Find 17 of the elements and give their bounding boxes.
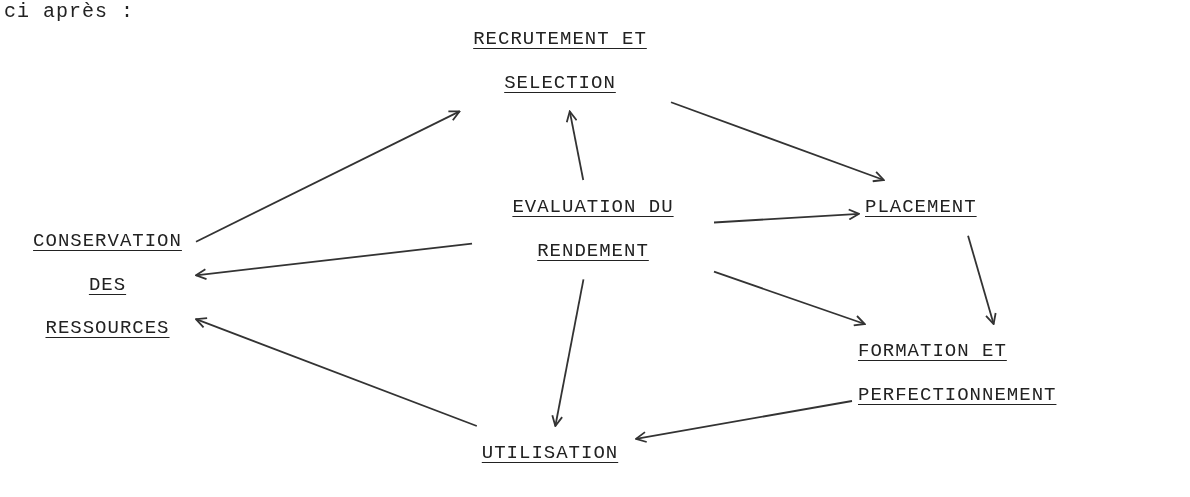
node-label: UTILISATION	[481, 442, 619, 464]
arrow	[195, 110, 461, 243]
note-text: ci après :	[4, 0, 135, 24]
node-label: EVALUATION DU RENDEMENT	[512, 196, 674, 262]
node-label: PLACEMENT	[865, 196, 977, 218]
arrow	[565, 110, 585, 181]
arrow	[635, 400, 853, 443]
node-label: CONSERVATION DES RESSOURCES	[33, 230, 182, 340]
arrow	[195, 317, 478, 427]
arrow	[713, 208, 860, 224]
arrow	[551, 278, 585, 427]
arrow	[195, 242, 473, 281]
node-label: RECRUTEMENT ET SELECTION	[473, 28, 647, 94]
arrow	[670, 101, 885, 183]
arrow	[713, 270, 866, 327]
arrow	[967, 234, 997, 325]
node-label: FORMATION ET PERFECTIONNEMENT	[858, 340, 1057, 406]
